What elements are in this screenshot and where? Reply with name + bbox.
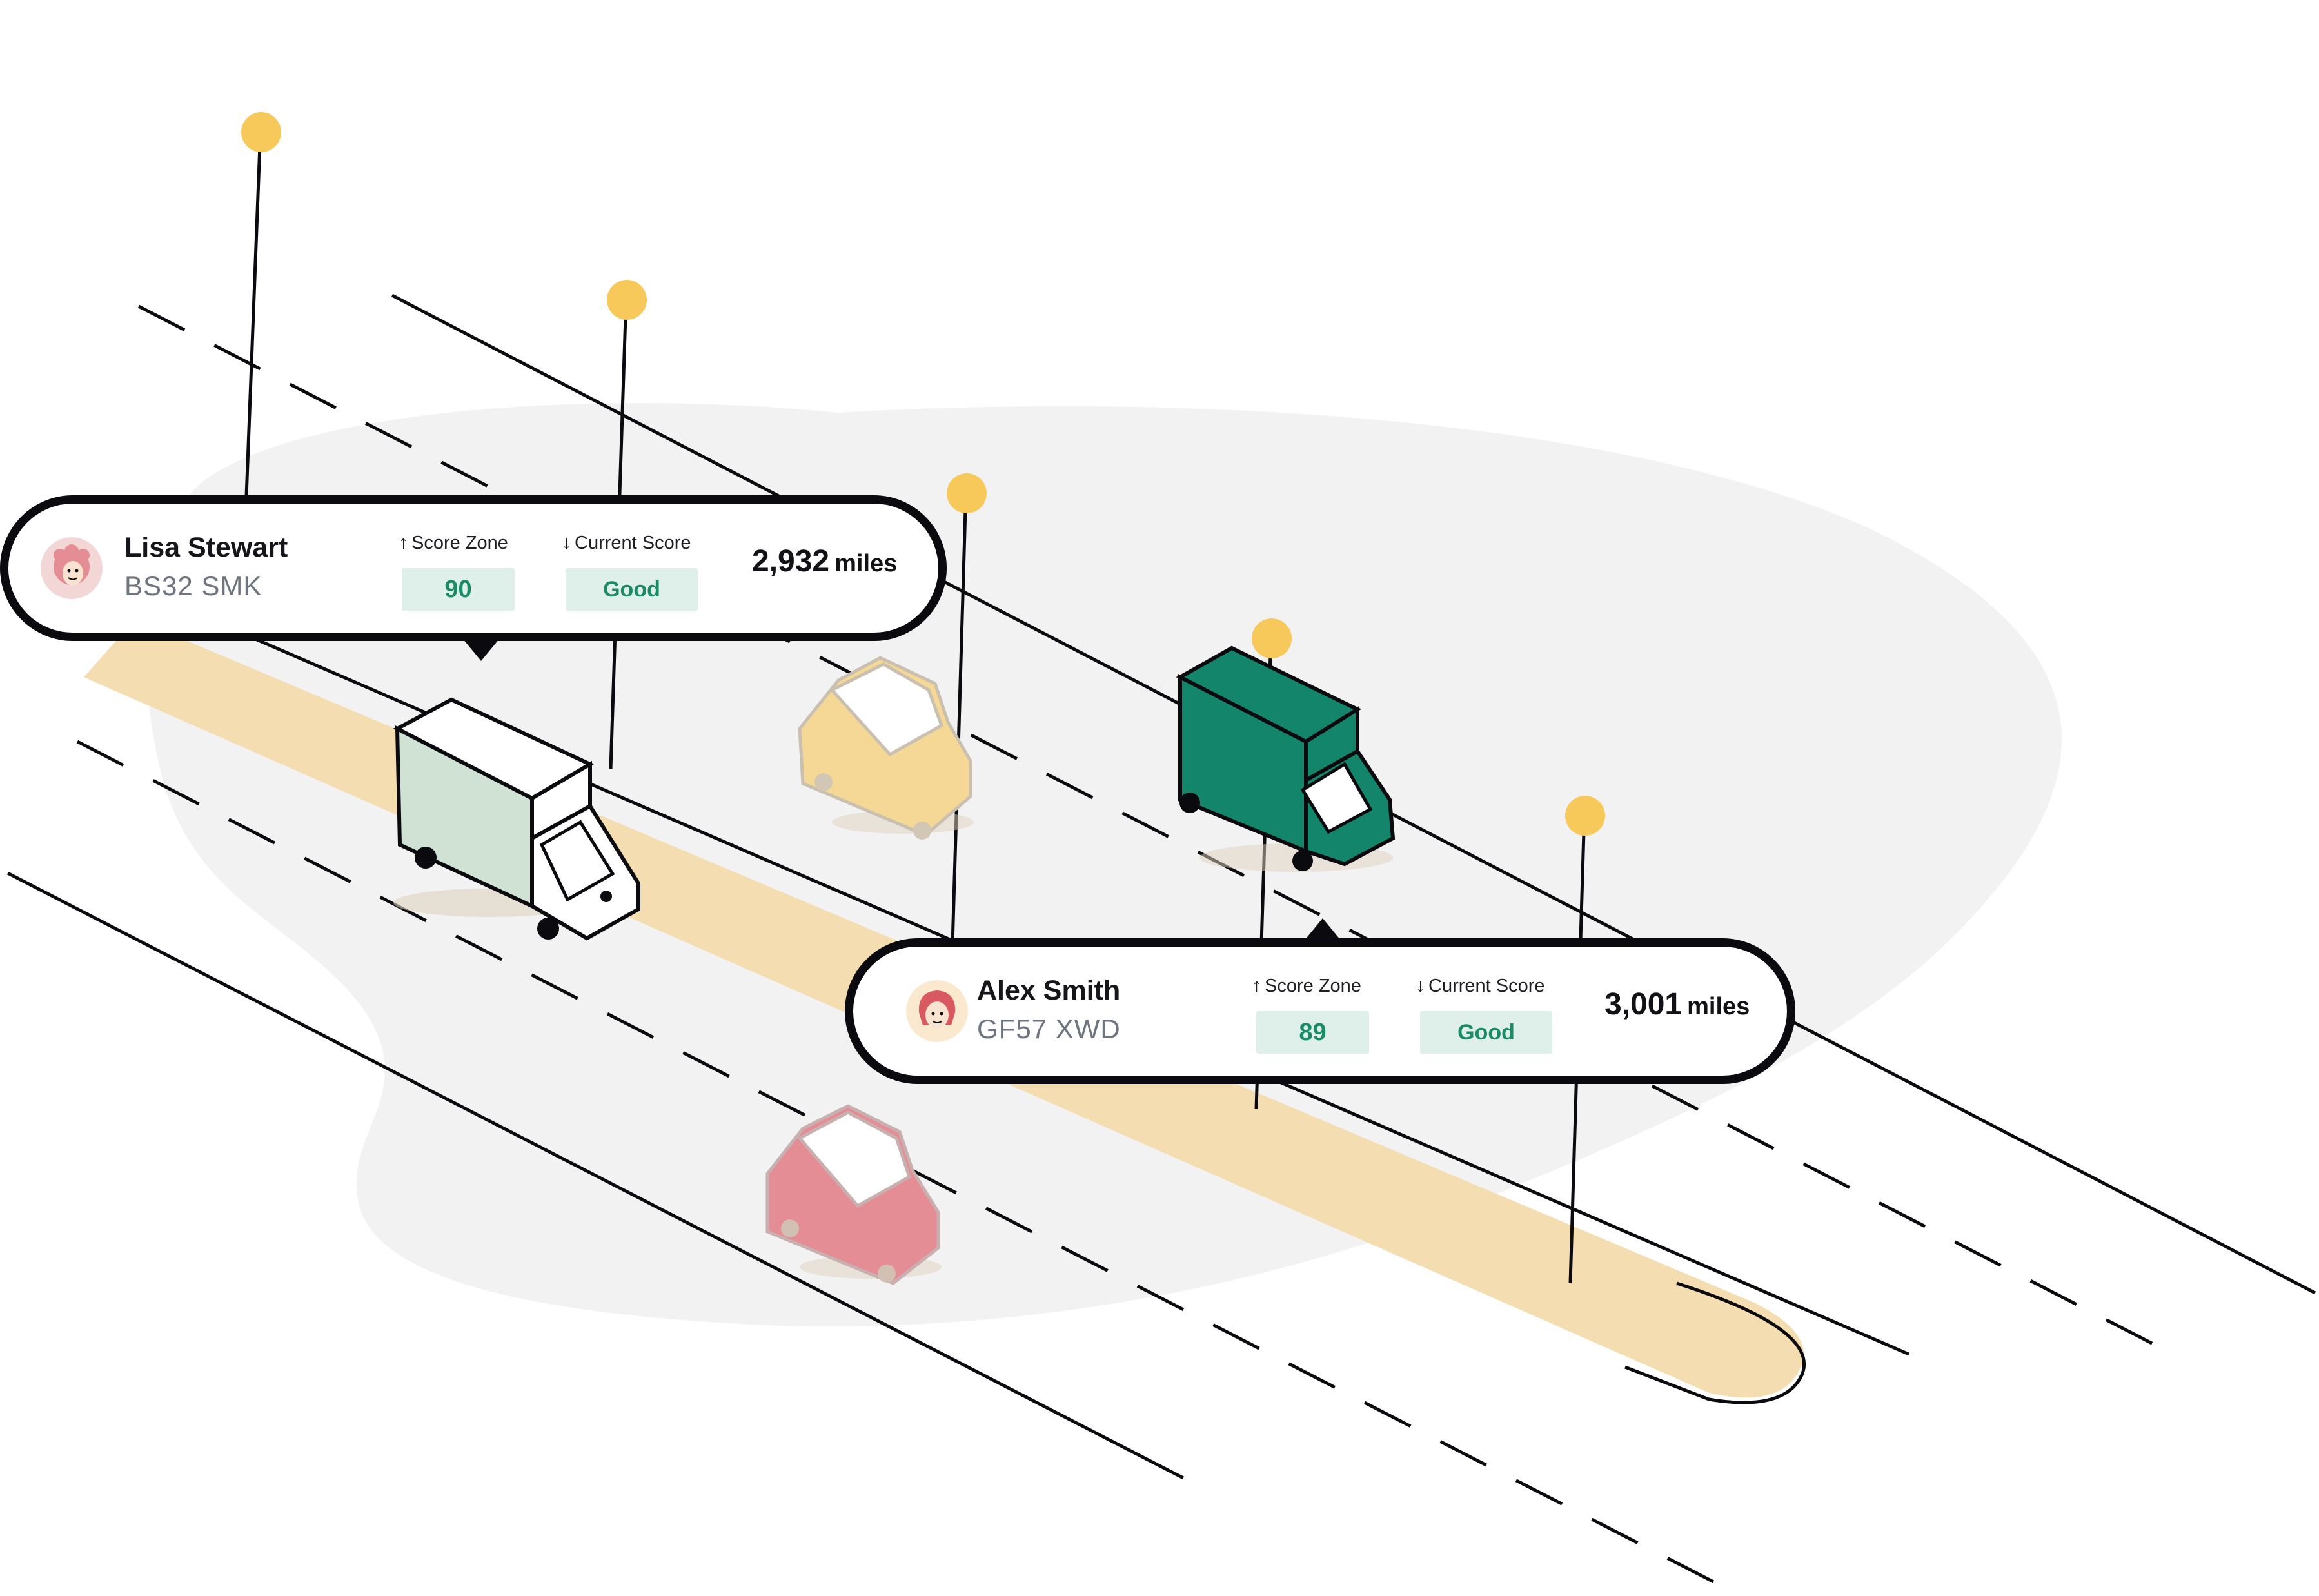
van-dark-green [1176, 645, 1396, 872]
road-edge-bottom [6, 871, 1185, 1480]
woman-red-hair-avatar-icon [906, 980, 968, 1042]
distance-unit: miles [834, 550, 898, 577]
driver-name: Alex Smith [977, 975, 1121, 1006]
street-lamp-3 [947, 473, 987, 945]
score-zone-label: ↑Score Zone [399, 532, 508, 553]
street-lamp-1 [241, 112, 281, 497]
avatar [41, 537, 103, 599]
driver-card-alex-smith[interactable]: Alex Smith GF57 XWD ↑Score Zone 89 ↓Curr… [845, 918, 1795, 1084]
distance-value: 3,001 [1604, 987, 1683, 1021]
score-zone-value: 89 [1256, 1011, 1369, 1054]
lane-divider-bottom [76, 740, 1742, 1596]
card-pointer [1305, 918, 1341, 940]
avatar [906, 980, 968, 1042]
driver-name: Lisa Stewart [124, 532, 288, 563]
car-red [765, 1104, 942, 1285]
lane-divider-top [137, 304, 2168, 1353]
woman-red-curly-hair-avatar-icon [41, 537, 103, 599]
current-score-label: ↓Current Score [1416, 975, 1545, 996]
car-yellow [798, 656, 974, 840]
distance-unit: miles [1687, 993, 1750, 1020]
current-score-value: Good [1420, 1011, 1552, 1054]
highlighted-lane-end-outline [1624, 1281, 1806, 1404]
distance-value: 2,932 [752, 544, 830, 578]
current-score-value: Good [566, 568, 698, 611]
van-light-green [393, 697, 640, 941]
vehicle-plate: BS32 SMK [124, 571, 262, 601]
card-pointer [463, 639, 499, 661]
up-arrow-icon: ↑ [1252, 975, 1261, 996]
down-arrow-icon: ↓ [1416, 975, 1425, 996]
down-arrow-icon: ↓ [562, 532, 571, 553]
score-zone-label: ↑Score Zone [1252, 975, 1361, 996]
score-zone-value: 90 [402, 568, 515, 611]
vehicle-plate: GF57 XWD [977, 1014, 1121, 1044]
current-score-label: ↓Current Score [562, 532, 691, 553]
up-arrow-icon: ↑ [399, 532, 408, 553]
driver-card-lisa-stewart[interactable]: Lisa Stewart BS32 SMK ↑Score Zone 90 ↓Cu… [0, 495, 947, 661]
